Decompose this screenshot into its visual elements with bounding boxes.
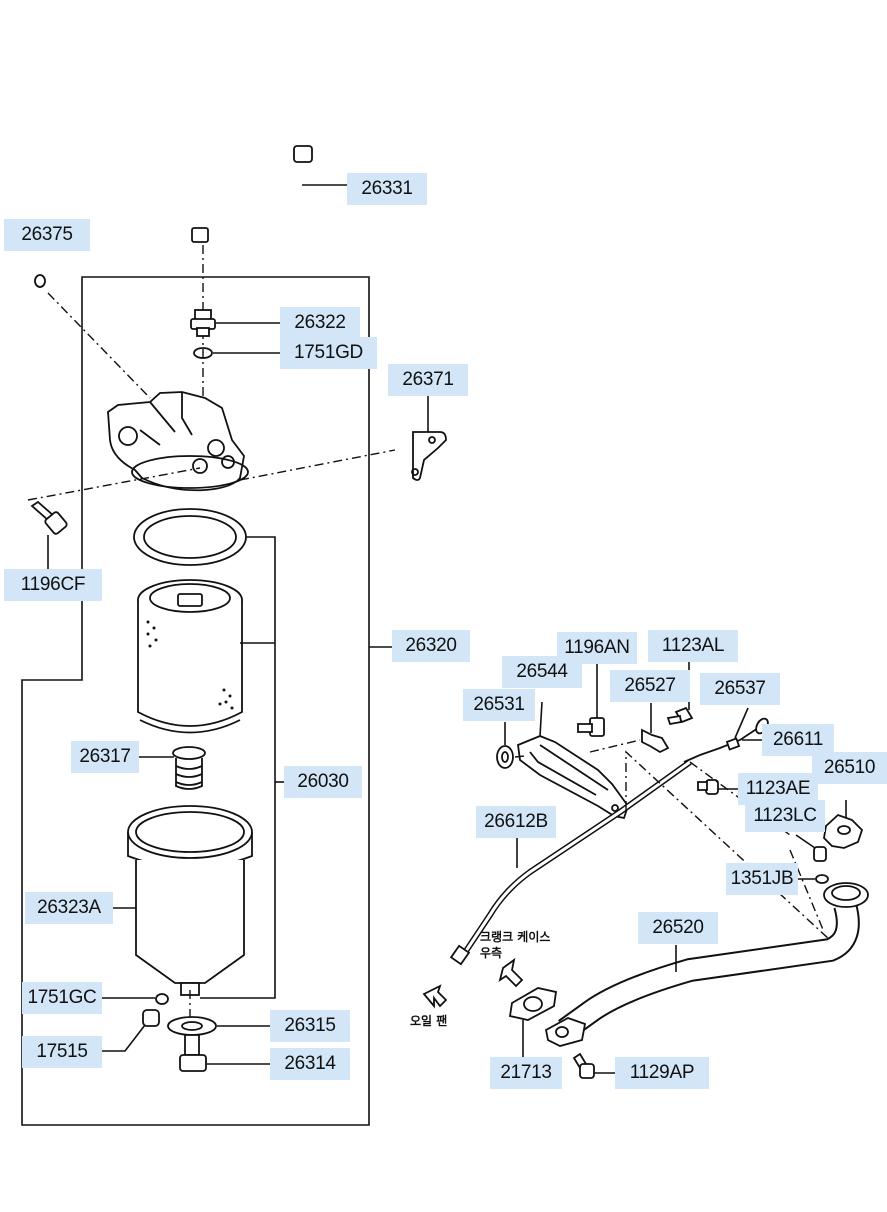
bolt-1129AP — [572, 1052, 595, 1079]
stay-bracket-26544 — [517, 735, 630, 820]
washer-26315 — [167, 1016, 217, 1036]
o-ring-26375 — [34, 274, 46, 288]
washer-1751GC — [155, 993, 169, 1005]
callout-26315[interactable]: 26315 — [270, 1010, 350, 1042]
callout-1751GC[interactable]: 1751GC — [22, 982, 102, 1014]
note-crankcase-line1: 크랭크 케이스 — [480, 930, 551, 944]
callout-26531[interactable]: 26531 — [463, 689, 535, 721]
callout-1123AL[interactable]: 1123AL — [648, 630, 738, 662]
callout-26375[interactable]: 26375 — [4, 219, 90, 251]
bolt-26314 — [179, 1034, 207, 1072]
screw-1123LC — [813, 846, 827, 862]
filter-assembly-frame — [21, 276, 370, 1126]
bracket-26371 — [411, 431, 447, 481]
callout-26320[interactable]: 26320 — [392, 630, 470, 662]
gasket-ring — [133, 508, 247, 566]
callout-17515[interactable]: 17515 — [22, 1036, 102, 1068]
note-oil-pan: 오일 팬 — [410, 1014, 448, 1028]
callout-26544[interactable]: 26544 — [502, 656, 582, 688]
callout-26317[interactable]: 26317 — [71, 741, 139, 773]
clip-26527 — [641, 728, 670, 754]
callout-26527[interactable]: 26527 — [610, 670, 690, 702]
washer-1751GD — [193, 347, 213, 359]
filter-bowl — [127, 805, 253, 996]
fuel-pipe-26331 — [191, 145, 313, 243]
callout-1123AE[interactable]: 1123AE — [738, 773, 818, 805]
screw-1123AE — [697, 779, 719, 795]
callout-26537[interactable]: 26537 — [700, 673, 780, 705]
callout-26371[interactable]: 26371 — [388, 364, 468, 396]
bolt-1196AN — [577, 717, 605, 737]
callout-26510[interactable]: 26510 — [812, 752, 887, 784]
filter-head — [107, 391, 249, 492]
nipple-26322 — [190, 309, 216, 337]
callout-1129AP[interactable]: 1129AP — [615, 1057, 709, 1089]
screw-1123AL — [666, 706, 694, 726]
callout-26331[interactable]: 26331 — [347, 173, 427, 205]
spring-26317 — [172, 746, 206, 790]
callout-1123LC[interactable]: 1123LC — [745, 800, 825, 832]
guide-tube-26612B — [449, 759, 692, 966]
filler-cap-26510 — [823, 813, 864, 849]
callout-1196CF[interactable]: 1196CF — [4, 569, 102, 601]
callout-1351JB[interactable]: 1351JB — [726, 863, 798, 895]
gasket-21713 — [508, 987, 558, 1021]
callout-26611[interactable]: 26611 — [762, 724, 834, 756]
washer-1351JB — [815, 874, 829, 884]
filter-element — [137, 579, 243, 734]
callout-26612B[interactable]: 26612B — [476, 806, 556, 838]
callout-21713[interactable]: 21713 — [490, 1057, 562, 1089]
nut-26531 — [496, 745, 514, 769]
callout-26520[interactable]: 26520 — [638, 912, 718, 944]
callout-26323A[interactable]: 26323A — [25, 892, 113, 924]
callout-26030[interactable]: 26030 — [284, 766, 362, 798]
arrow-icon-oil-pan — [422, 984, 448, 1009]
drain-plug-17515 — [142, 1009, 160, 1027]
callout-26322[interactable]: 26322 — [280, 307, 360, 339]
callout-1751GD[interactable]: 1751GD — [280, 337, 377, 369]
filler-tube-26520 — [544, 882, 869, 1047]
note-crankcase-line2: 우측 — [480, 946, 503, 960]
arrow-icon-crankcase — [498, 957, 524, 988]
callout-26314[interactable]: 26314 — [270, 1048, 350, 1080]
bolt-1196CF — [30, 500, 68, 535]
